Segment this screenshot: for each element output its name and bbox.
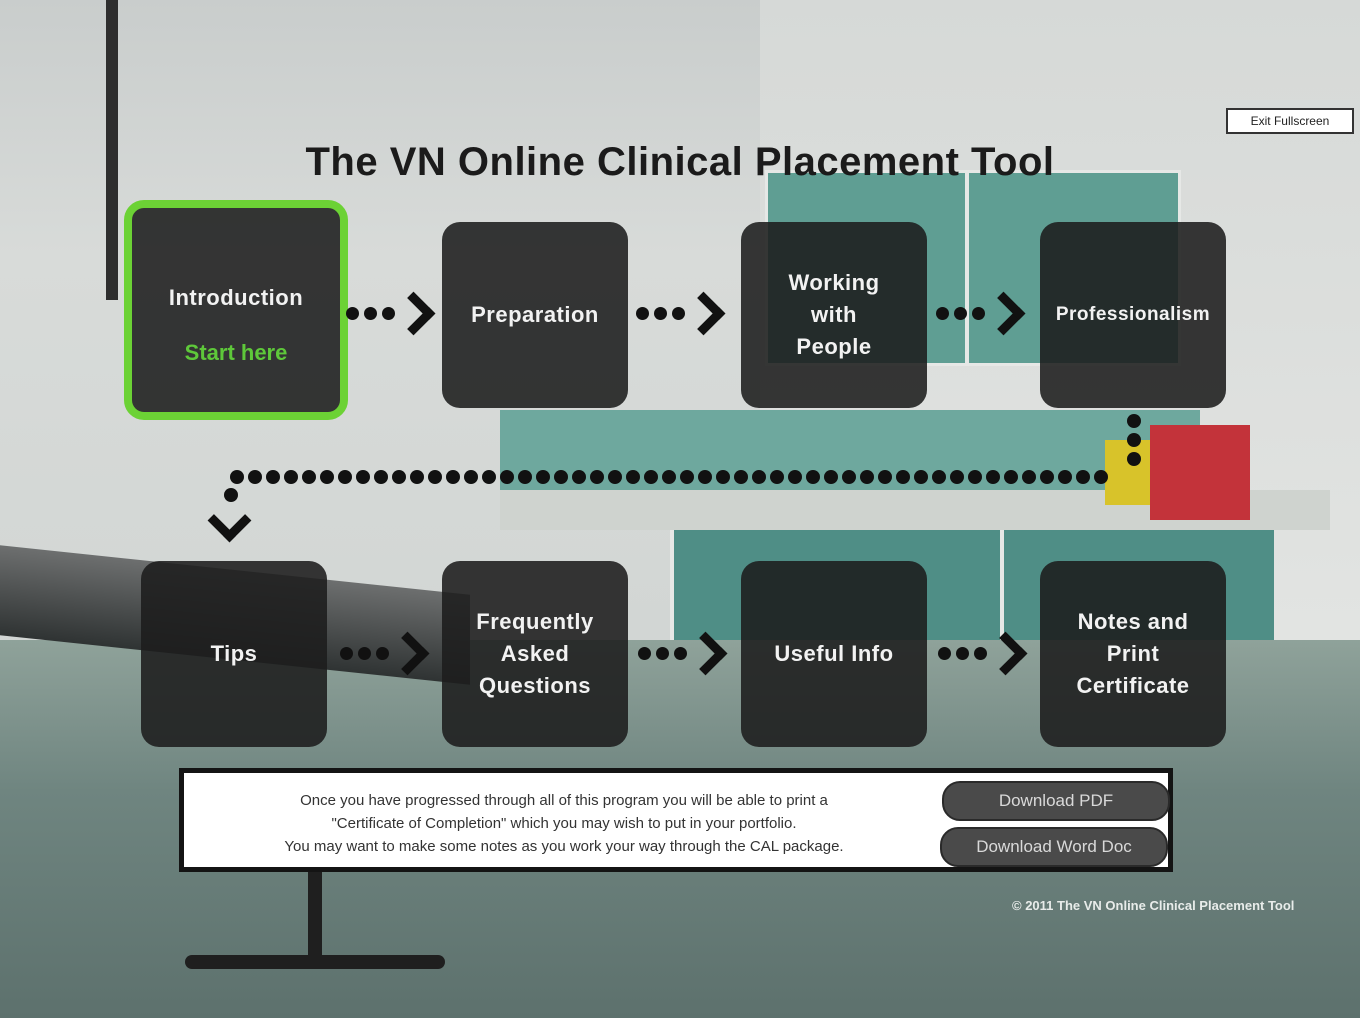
cabinet-divider bbox=[965, 170, 969, 366]
info-line: Once you have progressed through all of … bbox=[300, 792, 828, 809]
start-here-label: Start here bbox=[184, 340, 288, 365]
arrow-connector bbox=[636, 291, 726, 335]
down-connector bbox=[224, 488, 238, 502]
arrow-connector bbox=[346, 291, 436, 335]
copyright-text: © 2011 The VN Online Clinical Placement … bbox=[1012, 898, 1295, 913]
info-line: "Certificate of Completion" which you ma… bbox=[331, 815, 797, 832]
tile-working-with-people[interactable]: Working with People bbox=[741, 222, 927, 408]
tile-label: Frequently Asked Questions bbox=[476, 609, 594, 698]
tile-label: Introduction bbox=[168, 285, 304, 310]
page-title: The VN Online Clinical Placement Tool bbox=[305, 140, 1055, 184]
tile-label: Notes and Print Certificate bbox=[1076, 609, 1190, 698]
vertical-connector bbox=[1127, 414, 1141, 466]
stool-post bbox=[308, 870, 322, 960]
tile-label: Professionalism bbox=[1055, 304, 1211, 325]
tile-label: Useful Info bbox=[774, 641, 894, 666]
arrow-connector bbox=[638, 631, 728, 675]
tile-preparation[interactable]: Preparation bbox=[442, 222, 628, 408]
horizontal-connector bbox=[230, 470, 1108, 484]
yellow-bin bbox=[1105, 440, 1150, 505]
lamp-pole bbox=[106, 0, 118, 300]
certificate-info-box: Once you have progressed through all of … bbox=[179, 768, 1173, 872]
exit-fullscreen-button[interactable]: Exit Fullscreen bbox=[1226, 108, 1354, 134]
tile-label: Tips bbox=[210, 641, 258, 666]
red-drawer-unit bbox=[1150, 425, 1250, 520]
arrow-connector bbox=[938, 631, 1028, 675]
tile-label: Preparation bbox=[471, 302, 599, 327]
arrow-connector bbox=[340, 631, 430, 675]
tile-frequently-asked-questions[interactable]: Frequently Asked Questions bbox=[442, 561, 628, 747]
tile-notes-and-print-certificate[interactable]: Notes and Print Certificate bbox=[1040, 561, 1226, 747]
tile-professionalism[interactable]: Professionalism bbox=[1040, 222, 1226, 408]
info-text: Once you have progressed through all of … bbox=[204, 789, 924, 858]
download-pdf-button[interactable]: Download PDF bbox=[942, 781, 1170, 821]
arrow-connector bbox=[936, 291, 1026, 335]
tile-useful-info[interactable]: Useful Info bbox=[741, 561, 927, 747]
tile-introduction[interactable]: Introduction Start here bbox=[124, 200, 348, 420]
info-line: You may want to make some notes as you w… bbox=[284, 838, 844, 855]
tile-tips[interactable]: Tips bbox=[141, 561, 327, 747]
stool-base bbox=[185, 955, 445, 969]
tile-label: Working with People bbox=[788, 270, 880, 359]
download-word-doc-button[interactable]: Download Word Doc bbox=[940, 827, 1168, 867]
